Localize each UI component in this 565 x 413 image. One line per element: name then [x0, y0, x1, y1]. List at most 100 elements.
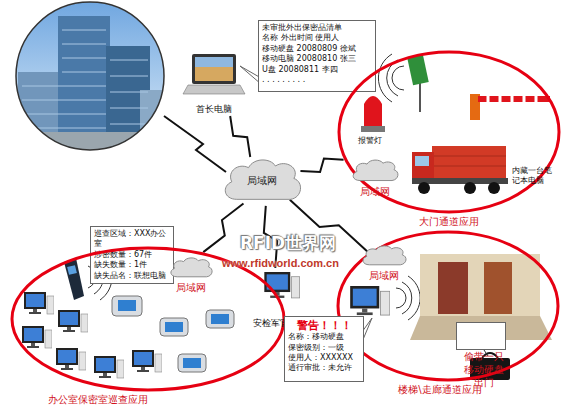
wifi-waves: [392, 66, 404, 90]
watermark: RFID世界网: [240, 232, 360, 255]
office-computers: [22, 326, 52, 348]
node-text: 楼梯\走廊通道应用: [328, 383, 552, 396]
alarm-lamp: [361, 126, 385, 132]
truck: [418, 182, 430, 194]
wifi-waves: [396, 276, 420, 320]
node-body-text: 缺失数量：1件: [94, 260, 170, 270]
rfid-devices: [160, 318, 188, 336]
building-photo: [22, 30, 148, 128]
node-text: 首长电脑: [180, 103, 248, 116]
truck: [415, 156, 429, 166]
office-computers: [132, 350, 162, 372]
node-text: 局域网: [360, 269, 408, 282]
device-label: 报警灯: [358, 136, 398, 146]
node-text: 办公室保密室巡查应用: [0, 393, 236, 406]
wifi-waves: [378, 54, 392, 102]
ellipse-outline: [339, 52, 559, 212]
wifi-waves: [396, 288, 406, 308]
laptop-symbol: [183, 54, 245, 94]
cloud-shape: [363, 246, 406, 265]
handheld-reader: [67, 265, 77, 275]
rfid-antenna: [407, 55, 428, 112]
node-body-text: . . . . . . . . .: [262, 75, 372, 85]
ellipse-outline: [12, 248, 284, 390]
officer-computer: [264, 272, 299, 298]
cloud-shape: [353, 160, 398, 180]
truck: [464, 182, 476, 194]
warning-callout: 警告！！！名称：移动硬盘保密级别：一级使用人：XXXXXX通行审批：未允许: [284, 316, 364, 382]
node-text: 大门通道应用: [337, 215, 561, 228]
zone-ellipse: 楼梯\走廊通道应用局域网偷带一只移动硬盘出门: [336, 230, 560, 382]
wifi-waves: [408, 276, 420, 320]
node-text: 巡查区域：XXX办公室: [94, 229, 170, 250]
office-computers: [94, 356, 124, 378]
truck: [432, 156, 506, 166]
building-photo: [10, 132, 170, 157]
ellipse-outline: [338, 232, 558, 380]
lan-link-building: [164, 116, 226, 172]
laptop-node: 首长电脑: [180, 50, 248, 116]
cloud-shape: [171, 258, 212, 277]
rfid-devices: [112, 296, 142, 316]
watermark: www.rfidworld.com.cn: [222, 257, 372, 269]
lan-cloud: 局域网: [360, 244, 408, 268]
officer-computer: [264, 272, 299, 298]
node-body-text: U盘 20080811 李四: [262, 65, 372, 75]
list-callout: 未审批外出保密品清单名称 外出时间 使用人移动硬盘 20080809 徐斌移动电…: [258, 20, 376, 92]
lan-link: [203, 203, 243, 252]
handheld-reader: [64, 258, 84, 300]
node-body-text: 缺失品名：联想电脑: [94, 271, 170, 281]
truck: [432, 146, 506, 178]
stair-computer: [350, 286, 390, 315]
handheld-reader: [64, 258, 84, 300]
building-photo: [10, 0, 170, 162]
node-body-text: 移动电脑 20080810 张三: [262, 54, 372, 64]
barrier-gate: [470, 94, 550, 120]
cloud-shape: [168, 256, 214, 280]
truck: [488, 182, 500, 194]
rfid-devices: [211, 314, 229, 324]
rfid-devices: [178, 354, 206, 372]
laptop-symbol: [195, 57, 233, 67]
node-body-text: 通行审批：未允许: [288, 363, 360, 373]
barrier-gate: [488, 96, 536, 102]
node-text: 未审批外出保密品清单: [262, 23, 372, 33]
node-text: 局域网: [247, 174, 277, 188]
laptop-symbol: [192, 54, 236, 84]
node-text: 警告！！！: [288, 319, 360, 332]
corridor-photo: [484, 262, 512, 314]
truck: [412, 152, 434, 182]
lan-link: [230, 116, 250, 157]
corridor-photo: [420, 254, 540, 316]
device-label: 内藏一台笔记本电脑: [512, 166, 554, 187]
zone-ellipse: 大门通道应用局域网: [337, 50, 561, 214]
wifi-waves: [402, 282, 412, 314]
node-body-text: 移动硬盘 20080809 徐斌: [262, 44, 372, 54]
node-body-text: 使用人：XXXXXX: [288, 353, 360, 363]
barrier-gate: [478, 96, 550, 102]
laptop-symbol: [183, 85, 245, 94]
cloud-shape: [360, 244, 408, 268]
node-body-text: 保密级别：一级: [288, 343, 360, 353]
node-text: 局域网: [168, 281, 214, 294]
rfid-devices: [183, 358, 201, 368]
node-body-text: 名称 外出时间 使用人: [262, 33, 372, 43]
rfid-antenna: [407, 55, 428, 86]
lan-cloud: 局域网: [350, 158, 400, 184]
alarm-lamp: [364, 96, 382, 128]
office-computers: [56, 348, 86, 370]
cloud-shape: [225, 160, 300, 199]
note-box: 偷带一只移动硬盘出门: [456, 322, 506, 350]
lan-link: [300, 159, 343, 172]
alarm-lamp: [361, 96, 385, 132]
node-text: 局域网: [350, 185, 400, 198]
rfid-devices: [206, 310, 234, 328]
laptop-symbol: [195, 57, 233, 81]
rfid-devices: [118, 300, 136, 311]
node-body-text: 名称：移动硬盘: [288, 332, 360, 342]
truck: [412, 146, 508, 194]
node-text: 偷带一只移动硬盘出门: [460, 350, 508, 389]
cloud-shape: [350, 158, 400, 184]
